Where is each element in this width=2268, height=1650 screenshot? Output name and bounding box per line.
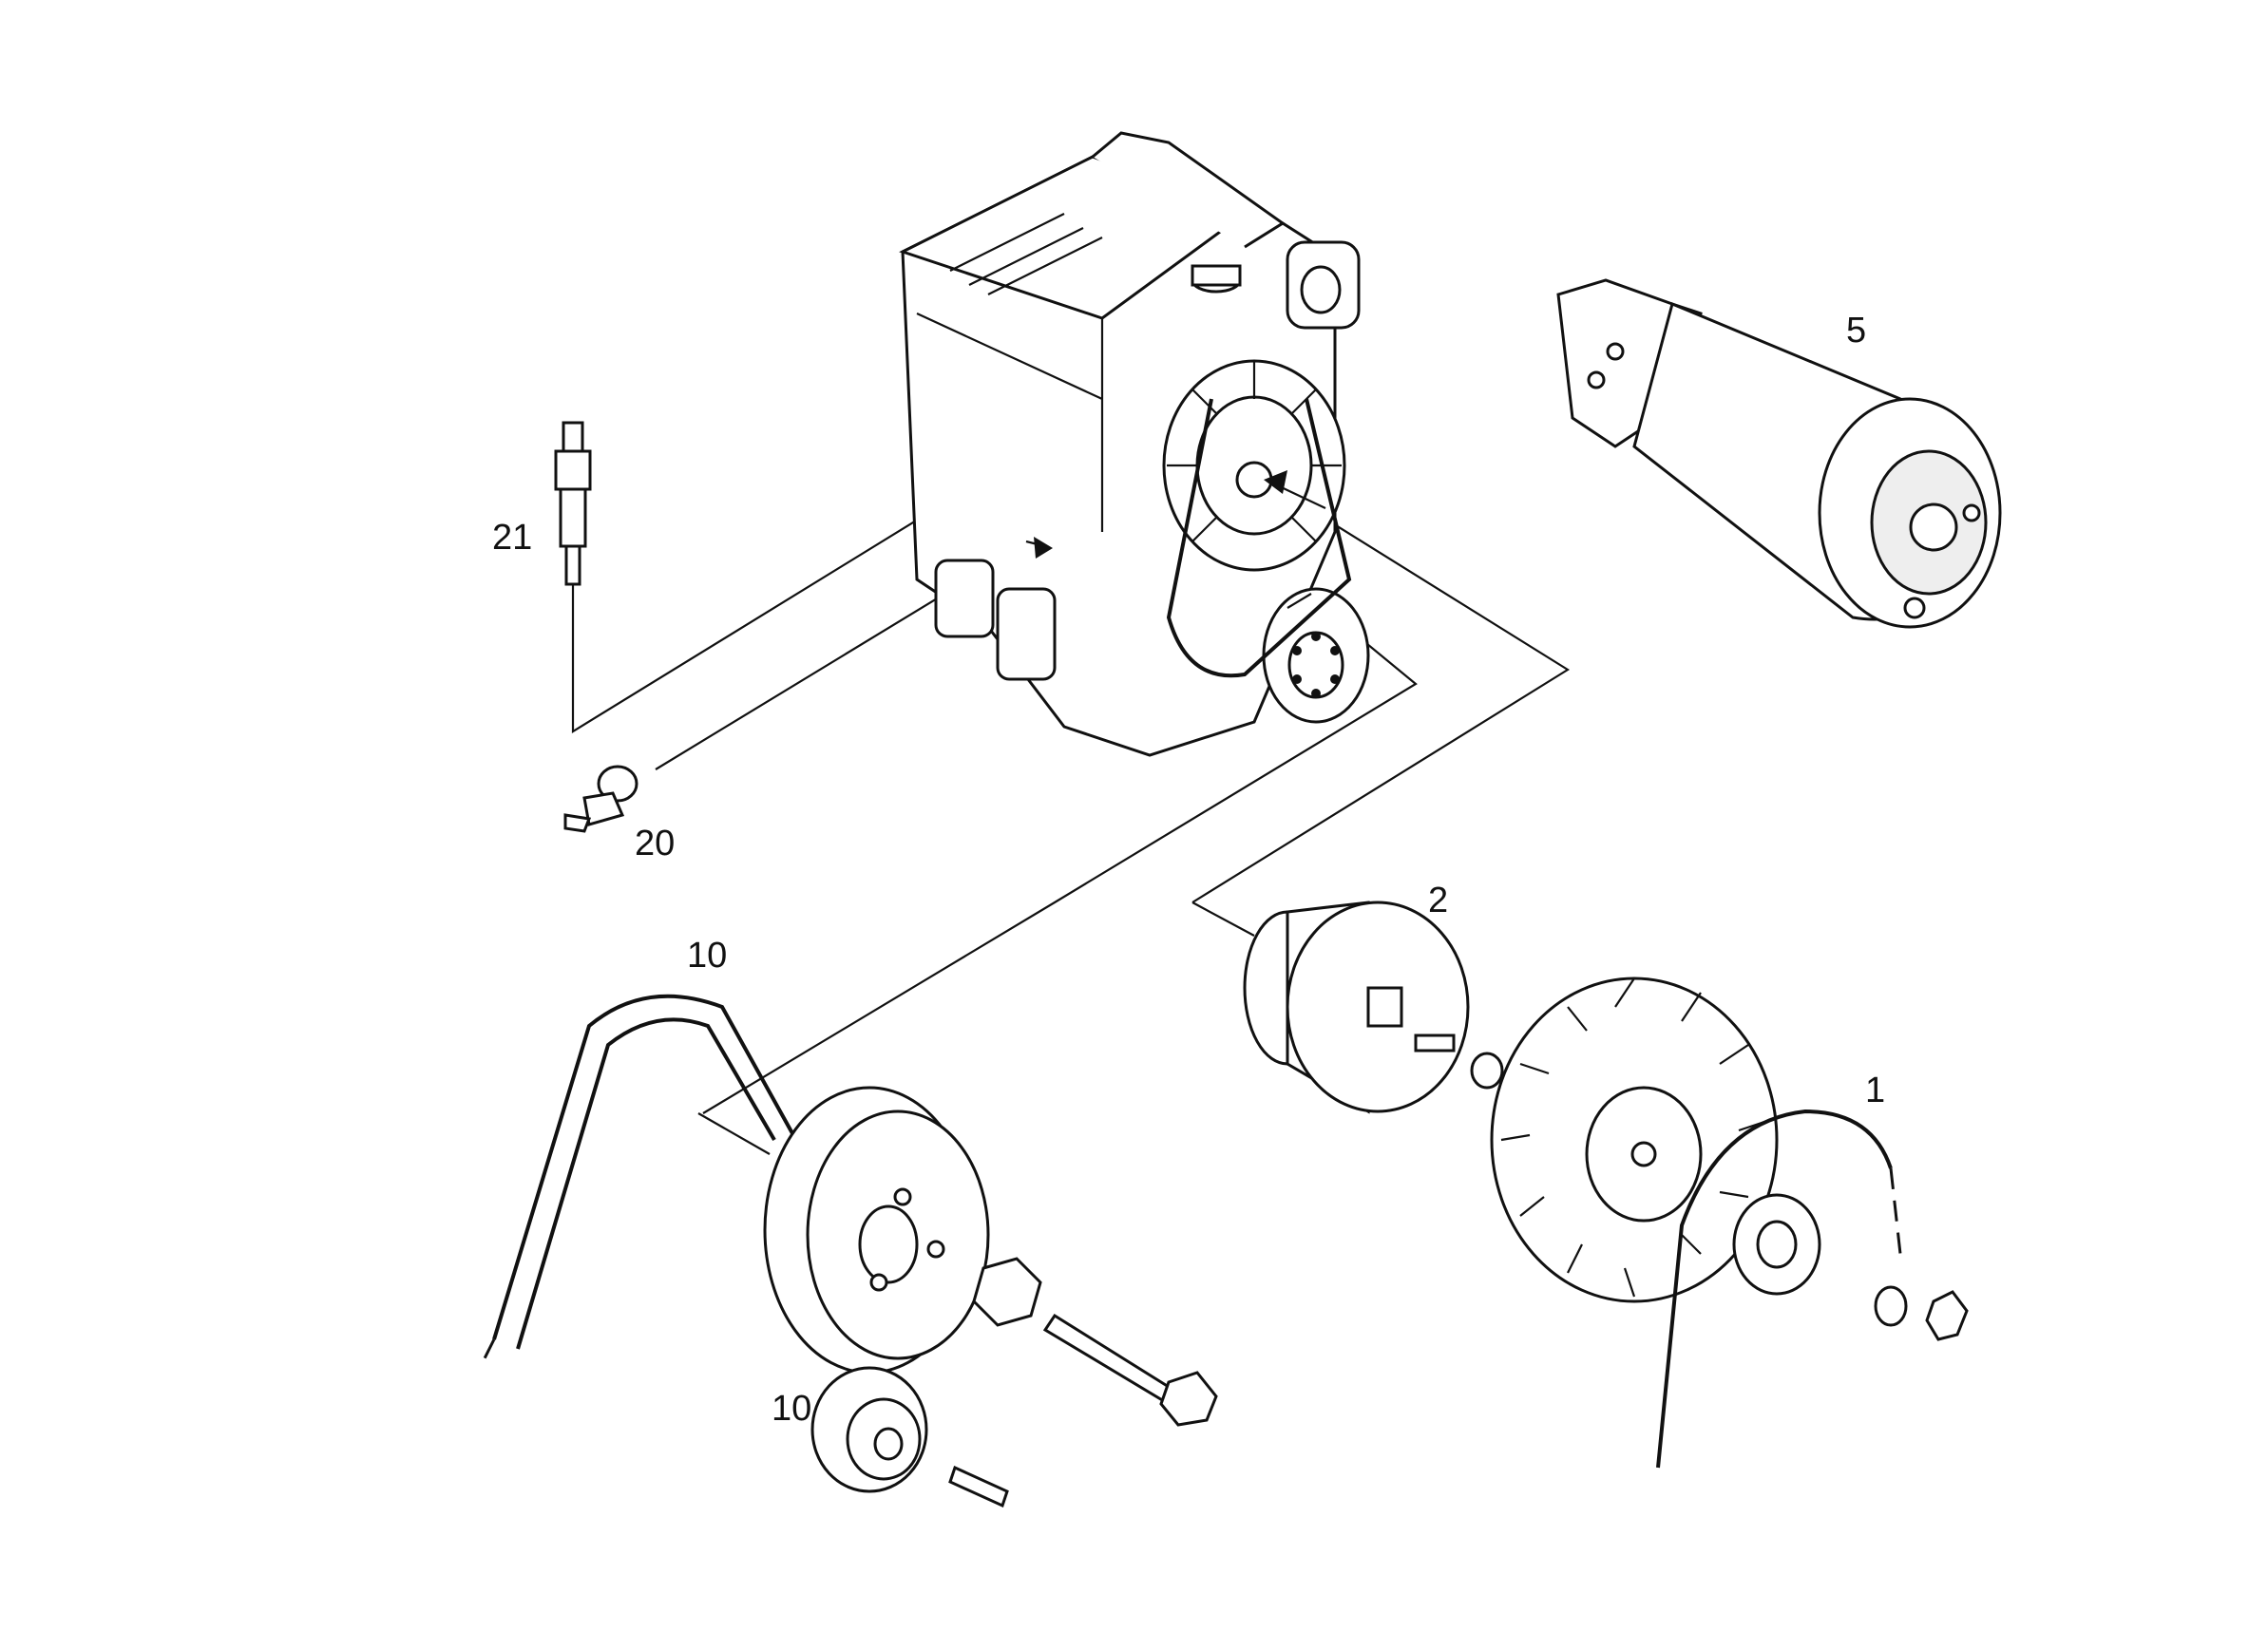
v-belt-icon (1656, 1109, 1969, 1469)
part-label-10-belt: 10 (687, 936, 727, 976)
starter-motor-icon (1556, 278, 2002, 629)
engine-block-icon (899, 131, 1370, 757)
part-label-21: 21 (492, 518, 532, 558)
tensioner-pulley-icon (810, 1366, 1009, 1508)
glow-plug-icon (554, 421, 592, 586)
alternator-icon (1243, 901, 1470, 1114)
washer-icon (1470, 1052, 1504, 1090)
timing-belt-icon (483, 994, 795, 1359)
part-label-2: 2 (1428, 881, 1448, 920)
pointer-arrows (1025, 470, 1326, 609)
part-label-5: 5 (1846, 311, 1866, 351)
fan-wheel-icon (1490, 977, 1779, 1303)
toothed-pulley-icon (763, 1086, 990, 1375)
part-label-20: 20 (635, 824, 675, 863)
part-label-10-pulley: 10 (772, 1389, 811, 1429)
bolt-icon (972, 1257, 1218, 1427)
part-label-1: 1 (1865, 1071, 1885, 1110)
pressure-switch-icon (563, 765, 638, 833)
